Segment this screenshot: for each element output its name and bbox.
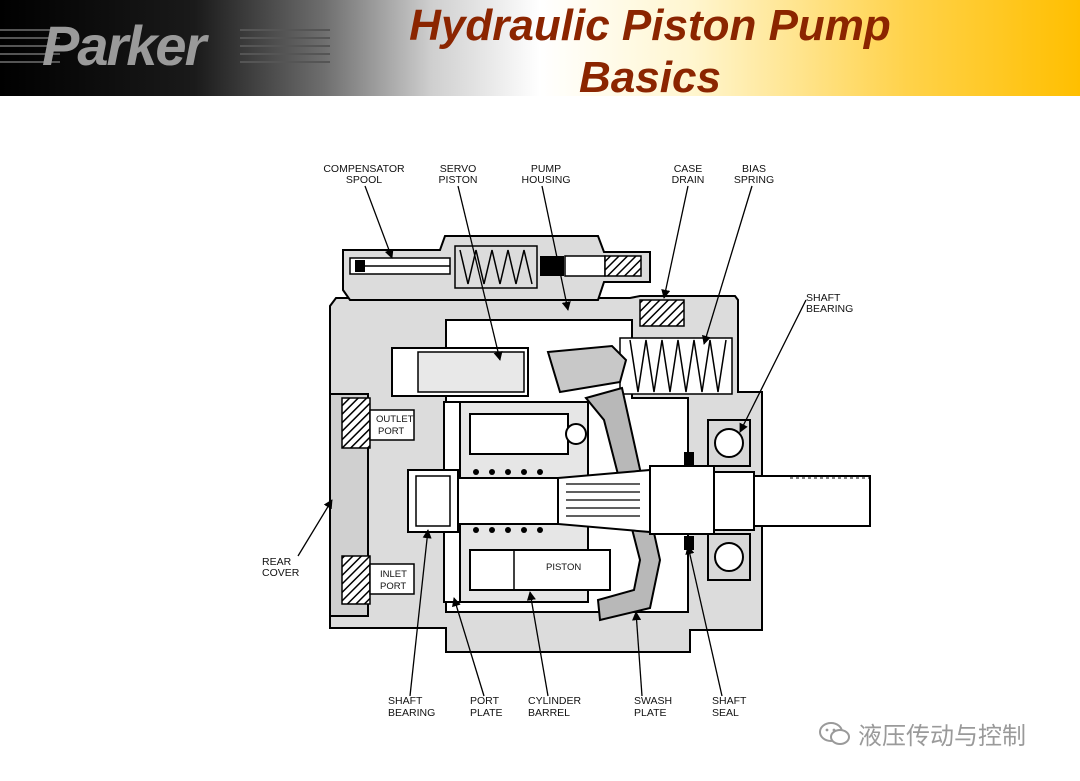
label-shaft-bearing-bottom-2: BEARING	[388, 707, 435, 719]
label-servo-piston-1: SERVO	[440, 163, 477, 175]
label-piston: PISTON	[546, 562, 581, 573]
label-compensator-spool-1: COMPENSATOR	[323, 163, 405, 175]
label-cylinder-barrel-1: CYLINDER	[528, 695, 582, 707]
label-port-plate-2: PLATE	[470, 707, 502, 719]
logo-stripes	[0, 29, 330, 63]
label-outlet-port-1: OUTLET	[376, 414, 414, 425]
label-outlet-port-2: PORT	[378, 426, 404, 437]
label-pump-housing-1: PUMP	[531, 163, 561, 175]
label-swash-plate-2: PLATE	[634, 707, 666, 719]
drive-shaft	[407, 465, 871, 535]
label-inlet-port-2: PORT	[380, 581, 406, 592]
outlet-port-seal	[341, 397, 371, 449]
label-rear-cover-2: COVER	[262, 567, 300, 579]
shaft-seal	[684, 452, 694, 550]
label-port-plate-1: PORT	[470, 695, 500, 707]
title-line-2: Basics	[579, 53, 721, 102]
compensator-spring	[454, 245, 538, 289]
label-bias-spring-1: BIAS	[742, 163, 766, 175]
piston-lower	[469, 549, 611, 591]
label-rear-cover-1: REAR	[262, 556, 292, 568]
page-title: Hydraulic Piston Pump Basics	[330, 0, 970, 104]
servo-piston	[391, 347, 529, 397]
bias-spring	[619, 337, 733, 395]
label-shaft-bearing-bottom-1: SHAFT	[388, 695, 423, 707]
label-case-drain-2: DRAIN	[672, 174, 705, 186]
label-shaft-bearing-top-2: BEARING	[806, 303, 853, 315]
label-pump-housing-2: HOUSING	[521, 174, 570, 186]
wechat-icon	[819, 722, 850, 745]
inlet-port-seal	[341, 555, 371, 605]
leader-lines	[297, 185, 807, 697]
case-drain-port	[639, 299, 685, 327]
parker-logo: Parker	[42, 14, 206, 77]
label-shaft-seal-2: SEAL	[712, 707, 739, 719]
label-servo-piston-2: PISTON	[439, 174, 478, 186]
spring-retainer	[473, 469, 543, 533]
label-bias-spring-2: SPRING	[734, 174, 774, 186]
title-line-1: Hydraulic Piston Pump	[409, 1, 891, 50]
label-shaft-bearing-top-1: SHAFT	[806, 292, 841, 304]
label-case-drain-1: CASE	[674, 163, 703, 175]
watermark-text: 液压传动与控制	[858, 722, 1026, 750]
piston-upper	[469, 413, 587, 455]
label-cylinder-barrel-2: BARREL	[528, 707, 570, 719]
header-banner: Parker Hydraulic Piston Pump Basics	[0, 0, 1080, 102]
label-inlet-port-1: INLET	[380, 569, 407, 580]
compensator-spool	[349, 255, 642, 277]
label-shaft-seal-1: SHAFT	[712, 695, 747, 707]
label-compensator-spool-2: SPOOL	[346, 174, 382, 186]
label-swash-plate-1: SWASH	[634, 695, 672, 707]
